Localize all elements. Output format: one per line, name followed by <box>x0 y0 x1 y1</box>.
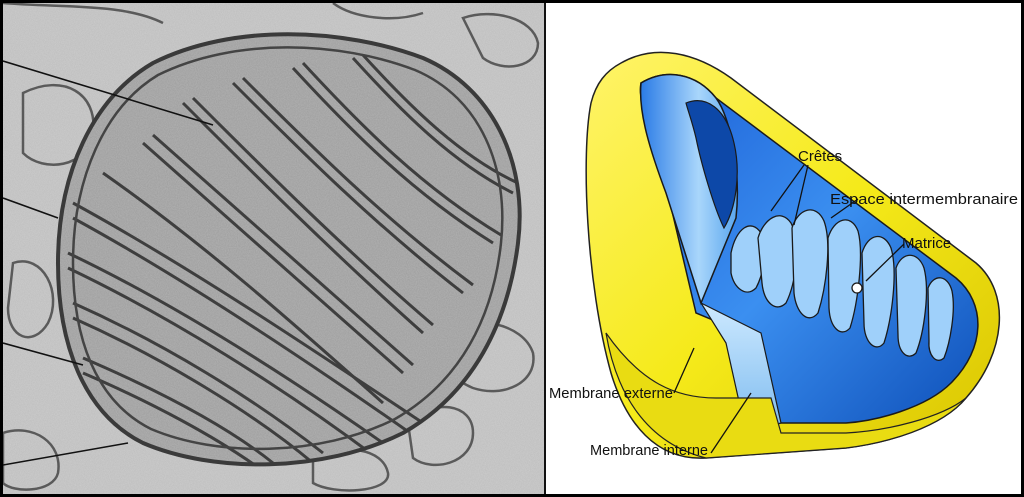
label-matrice: Matrice <box>902 235 951 252</box>
micrograph-svg <box>3 3 544 494</box>
label-membrane-externe: Membrane externe <box>549 385 673 402</box>
mitochondrion-schematic: Crêtes Espace intermembranaire Matrice M… <box>546 3 1021 494</box>
label-espace-intermembranaire: Espace intermembranaire <box>830 191 1018 208</box>
label-cretes: Crêtes <box>798 148 842 165</box>
electron-micrograph <box>3 3 544 494</box>
schematic-svg: Crêtes Espace intermembranaire Matrice M… <box>546 3 1021 494</box>
label-membrane-interne: Membrane interne <box>590 442 708 459</box>
